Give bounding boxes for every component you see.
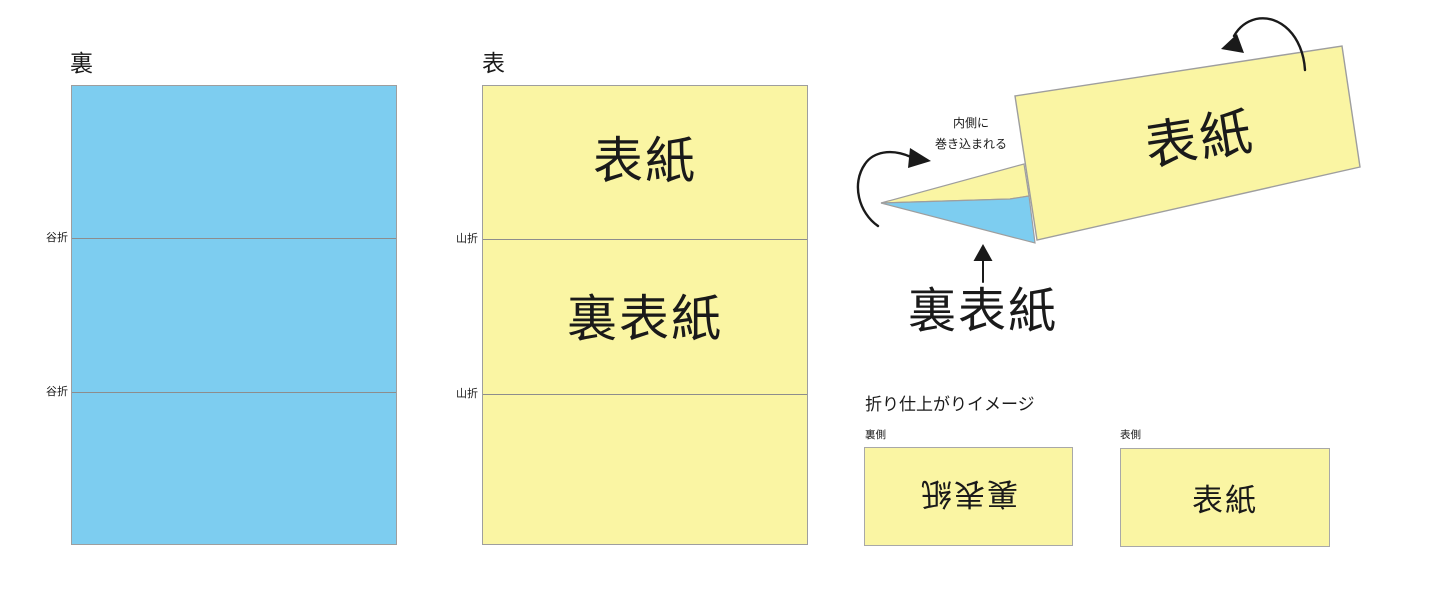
- valley-fold-line-top: [72, 238, 396, 239]
- front-sheet-title: 表: [482, 51, 505, 77]
- finished-view-heading: 折り仕上がりイメージ: [865, 395, 1035, 415]
- up-arrow-icon: [973, 244, 993, 283]
- mountain-fold-line-top: [483, 239, 807, 240]
- finished-front-sheet: 表紙: [1120, 448, 1330, 547]
- finished-back-sheet: 裏表紙: [864, 447, 1073, 546]
- mountain-fold-line-bottom: [483, 394, 807, 395]
- rolled-inside-note-line2: 巻き込まれる: [934, 137, 1007, 151]
- rotate-arrow-top-icon: [1221, 17, 1307, 72]
- mountain-fold-label-bottom: 山折: [456, 387, 478, 400]
- finished-back-sheet-text: 裏表紙: [919, 475, 1018, 511]
- rolled-inside-note-line1: 内側に: [952, 116, 989, 130]
- front-sheet: 表紙 裏表紙: [482, 85, 808, 545]
- valley-fold-line-bottom: [72, 392, 396, 393]
- front-sheet-backcover-text: 裏表紙: [567, 290, 723, 348]
- illustration-backcover-text: 裏表紙: [907, 283, 1058, 339]
- valley-fold-label-bottom: 谷折: [46, 385, 68, 398]
- inner-flap-shape: [880, 163, 1030, 204]
- rotate-arrow-left-icon: [856, 148, 931, 228]
- back-cover-wedge-shape: [880, 195, 1036, 244]
- finished-front-sheet-text: 表紙: [1192, 483, 1258, 519]
- cover-panel-shape: [1014, 45, 1361, 241]
- front-side-label: 表側: [1120, 429, 1141, 441]
- front-sheet-cover-text: 表紙: [593, 132, 697, 190]
- rolled-inside-note: 内側に 巻き込まれる: [891, 113, 1051, 155]
- mountain-fold-label-top: 山折: [456, 232, 478, 245]
- valley-fold-label-top: 谷折: [46, 231, 68, 244]
- back-side-label: 裏側: [865, 429, 886, 441]
- back-sheet: [71, 85, 397, 545]
- back-sheet-title: 裏: [70, 51, 93, 77]
